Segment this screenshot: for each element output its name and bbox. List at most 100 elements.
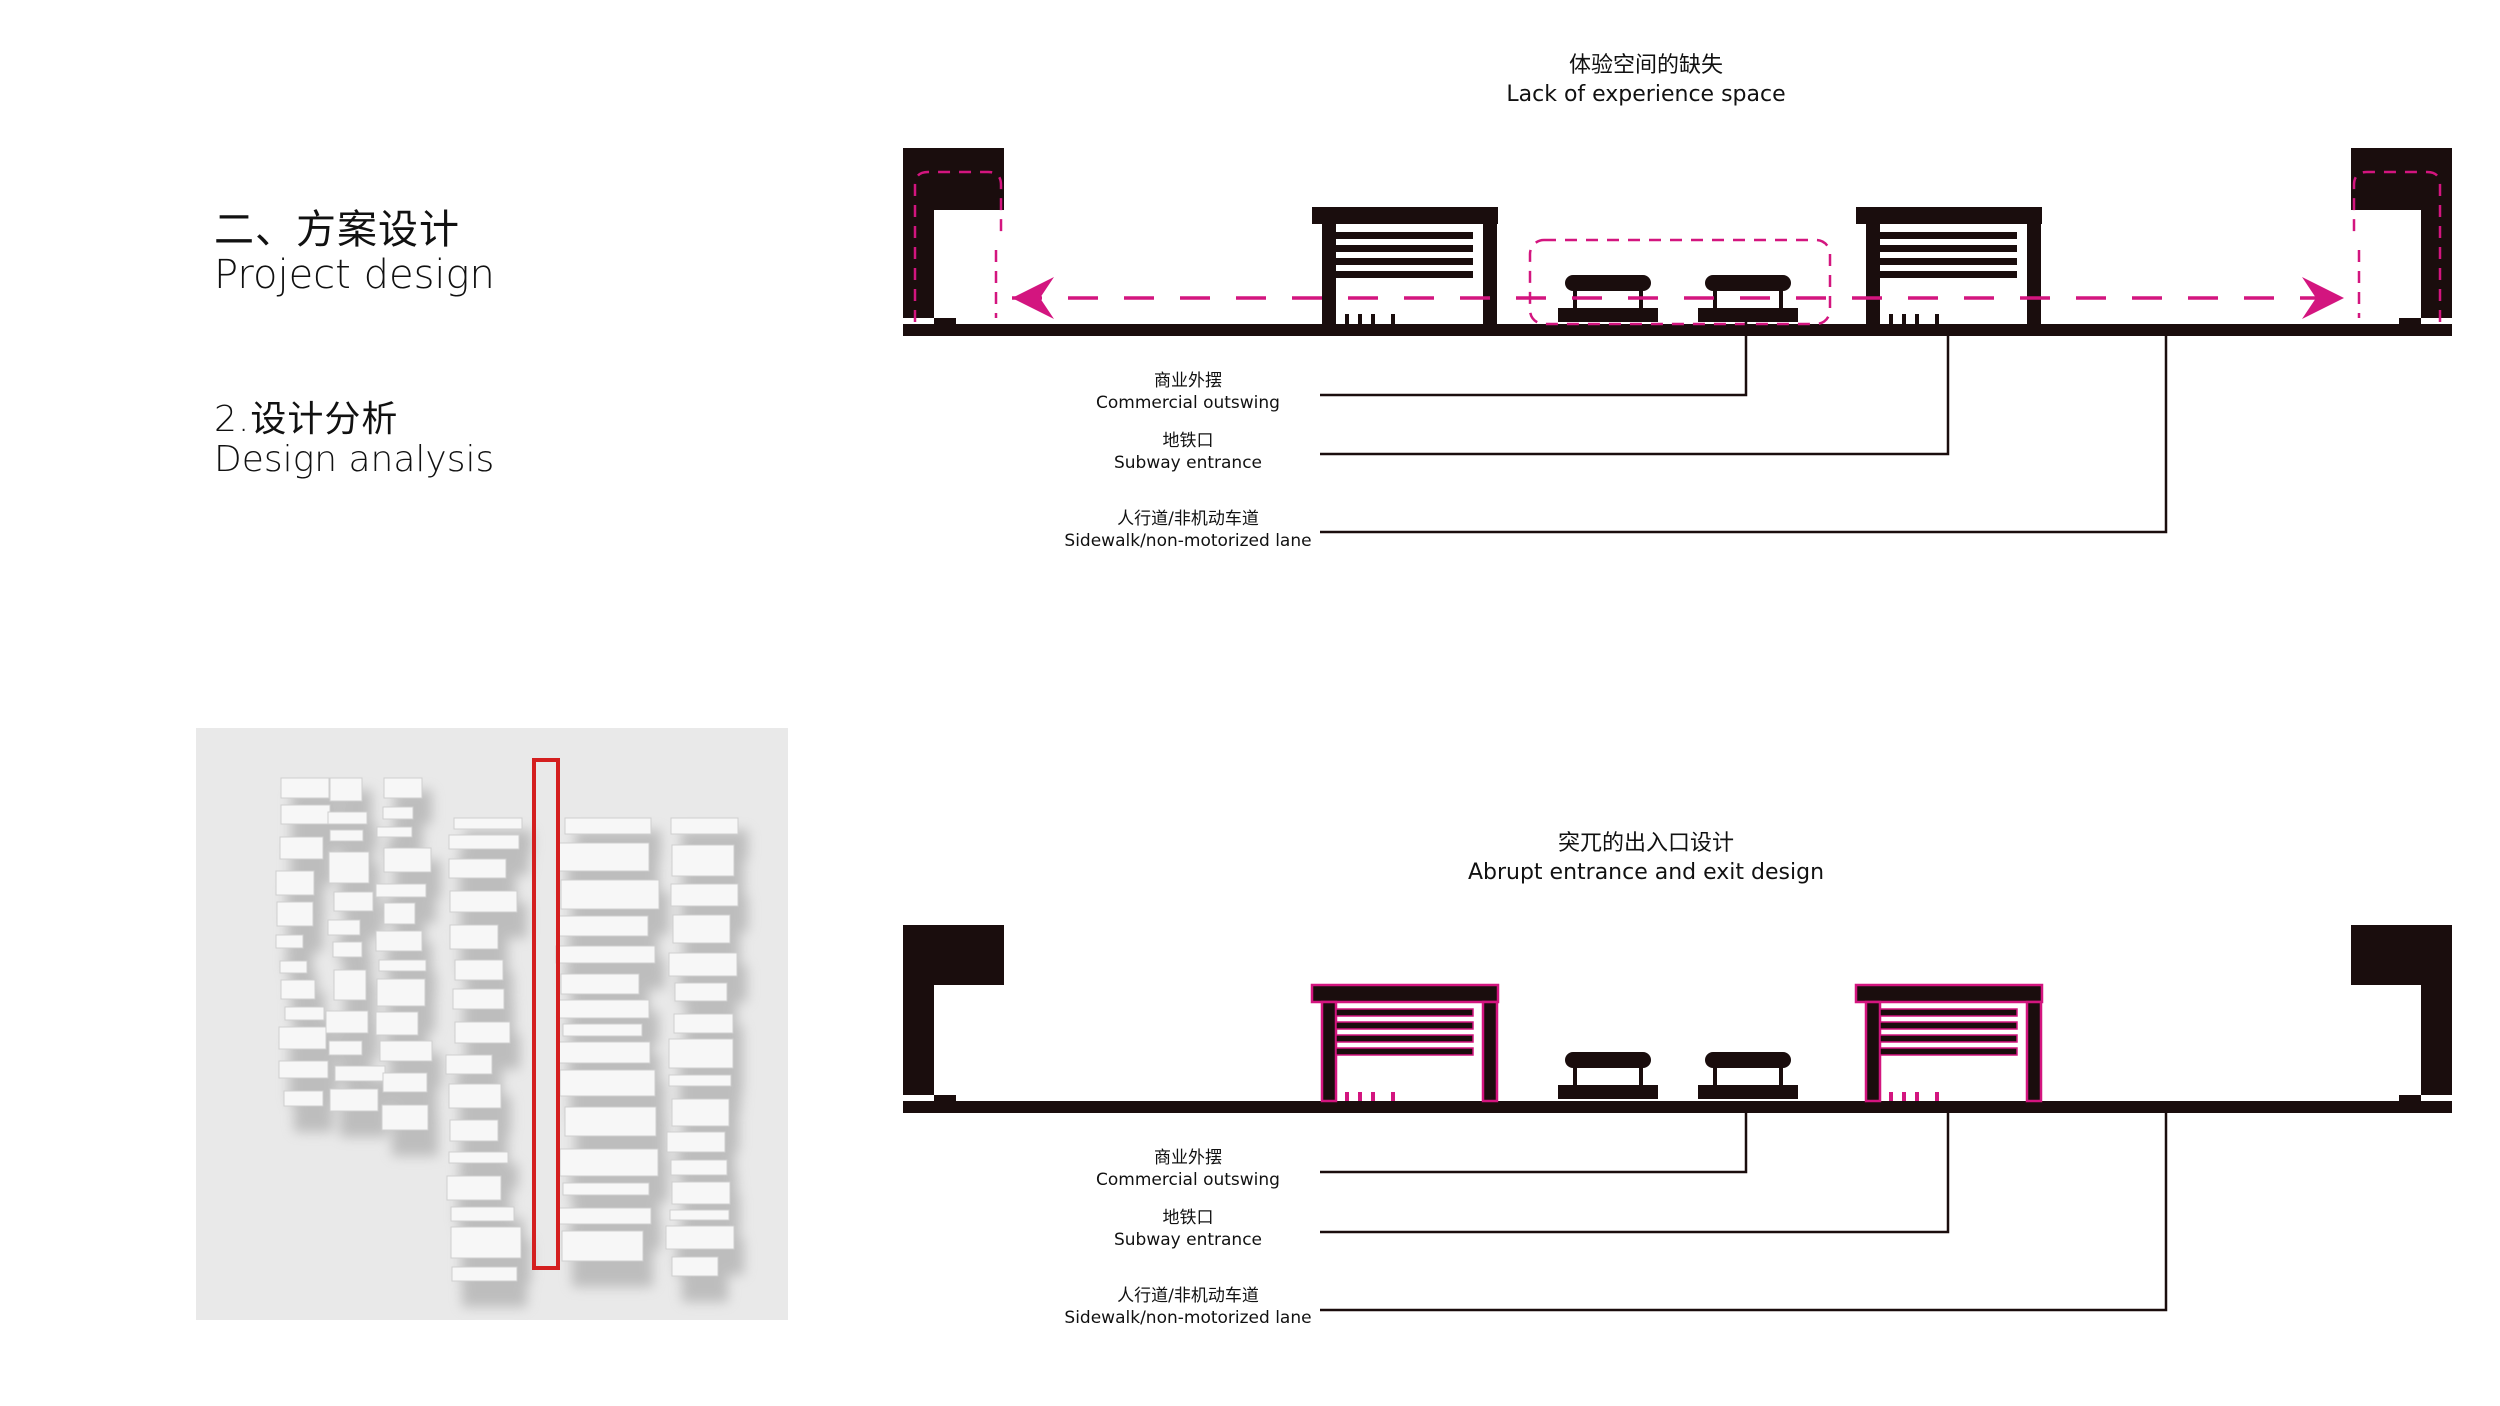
building-block [276,901,314,927]
building-block [283,1090,324,1107]
building-block [279,960,308,974]
site-model-image [196,728,788,1320]
building-block [559,1148,659,1177]
building-block [454,959,504,981]
building-block [375,883,427,898]
building-block [452,988,505,1010]
building-block [333,891,374,912]
building-block [280,777,330,799]
label-commercial-en: Commercial outswing [1096,1170,1280,1190]
building-block [279,836,324,860]
building-block [671,1181,731,1205]
building-block [329,829,364,842]
building-block [379,1040,433,1062]
left-wall-step [934,1095,956,1101]
site-model-map [196,728,788,1320]
building-block [453,817,523,830]
building-block [450,1206,515,1222]
building-block [671,844,735,877]
building-block [672,914,731,944]
building-block [454,1021,511,1044]
building-block [668,952,738,977]
right-wall-step [2399,1095,2421,1101]
building-block [375,1011,419,1036]
building-block [448,1151,509,1164]
building-block [383,847,432,873]
building-block [328,851,370,884]
building-block [668,1038,734,1069]
label-commercial-zh: 商业外摆 [1154,1148,1222,1168]
diagram-top: 体验空间的缺失 Lack of experience space [903,53,2452,551]
left-wall-step [934,318,956,324]
subway-entrance-left [1312,207,1498,324]
subway-entrance-right-highlighted [1854,983,2044,1103]
building-block [284,1006,325,1021]
building-block [669,1209,730,1221]
label-subway-en: Subway entrance [1114,1230,1262,1250]
building-block [560,879,660,910]
building-block [448,834,520,850]
building-block [670,1159,728,1176]
subway-entrance-left-highlighted [1310,983,1500,1103]
building-block [564,817,652,835]
building-block [671,1256,719,1277]
diagram-bottom: 突兀的出入口设计 Abrupt entrance and exit design [903,831,2452,1328]
building-block [448,858,507,879]
building-block [449,1119,499,1142]
label-commercial-en: Commercial outswing [1096,393,1280,413]
right-wall-step [2399,318,2421,324]
building-block [278,1060,329,1079]
building-block [327,919,361,936]
label-subway-zh: 地铁口 [1163,1208,1214,1228]
building-block [278,1026,327,1050]
building-block [673,1013,734,1034]
building-block [328,1040,363,1056]
building-block [382,1072,428,1093]
building-block [449,924,499,950]
building-block [383,902,416,925]
building-block [450,1226,522,1259]
building-block [666,1131,726,1153]
subsection-title-en: Design analysis [214,439,495,481]
building-block [445,1054,493,1075]
label-subway-en: Subway entrance [1114,453,1262,473]
building-block [671,1098,730,1127]
bench-left [1558,1052,1658,1099]
label-sidewalk-en: Sidewalk/non-motorized lane [1064,1308,1311,1328]
diagram-top-title-zh: 体验空间的缺失 [1569,53,1723,78]
bottom-labels: 商业外摆 Commercial outswing 地铁口 Subway entr… [1064,1148,1311,1328]
building-block [376,826,413,838]
building-block [327,811,368,825]
building-block [562,1182,650,1196]
building-block [329,1088,379,1112]
label-sidewalk-en: Sidewalk/non-motorized lane [1064,531,1311,551]
building-block [560,973,640,995]
building-block [564,1106,657,1137]
site-marker-rect [532,758,560,1270]
section-heading: 二、方案设计 Project design [214,208,495,298]
ground-line [903,1101,2452,1113]
label-sidewalk-zh: 人行道/非机动车道 [1117,509,1259,529]
building-block [375,930,423,952]
building-block [665,1225,735,1250]
building-block [448,1083,502,1109]
subsection-heading: 2.设计分析 Design analysis [214,399,495,481]
building-block [275,934,304,949]
right-wall [2351,148,2452,318]
building-block [376,978,426,1007]
section-title-zh: 二、方案设计 [214,207,460,253]
building-block [674,982,728,1002]
building-block [451,1266,518,1282]
label-subway-zh: 地铁口 [1163,431,1214,451]
right-wall [2351,925,2452,1095]
building-block [333,969,367,1001]
building-block [668,1074,732,1087]
diagram-bottom-title-en: Abrupt entrance and exit design [1468,860,1824,885]
building-block [382,806,414,820]
diagram-top-title-en: Lack of experience space [1506,82,1785,107]
left-wall [903,148,1004,318]
building-block [332,941,363,958]
top-leader-lines [1320,322,2168,534]
building-block [329,777,363,802]
